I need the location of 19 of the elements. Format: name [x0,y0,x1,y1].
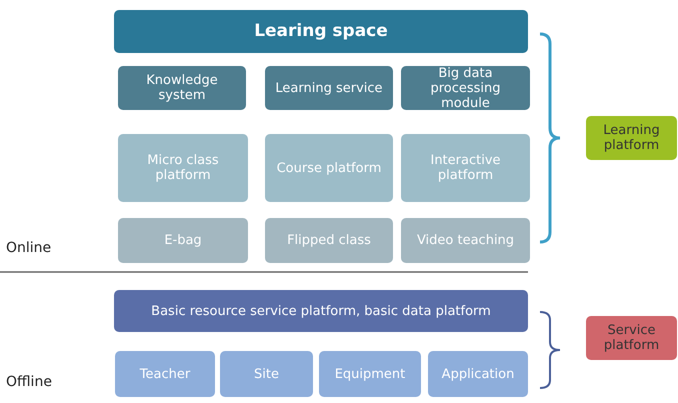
module-tile: Video teaching [401,218,530,263]
layer-bar: Basic resource service platform, basic data platform [114,290,528,332]
module-tile: Learning service [265,66,393,110]
module-tile: Application [428,351,528,397]
layer-label: Online [6,240,52,256]
module-tile: E-bag [118,218,248,263]
title-bar: Learing space [114,10,528,53]
module-tile: Teacher [115,351,215,397]
layer-label: Offline [6,374,52,390]
module-tile: Site [220,351,313,397]
module-tile: Big data processing module [401,66,530,110]
platform-label: Learning platform [586,116,677,160]
module-tile: Interactive platform [401,134,530,202]
module-tile: Flipped class [265,218,393,263]
module-tile: Course platform [265,134,393,202]
module-tile: Micro class platform [118,134,248,202]
module-tile: Knowledge system [118,66,246,110]
platform-label: Service platform [586,316,677,360]
module-tile: Equipment [319,351,421,397]
